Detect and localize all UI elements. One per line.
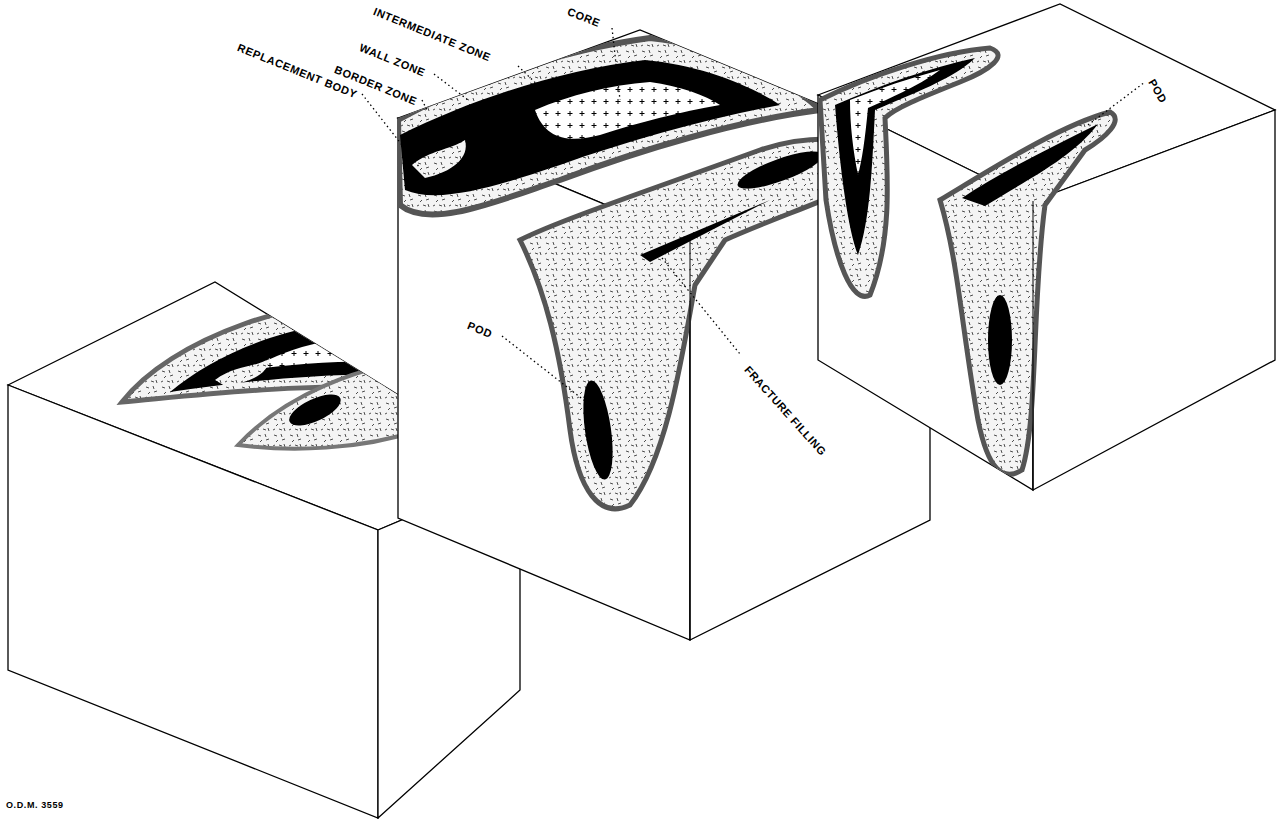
drawing-part — [8, 385, 378, 818]
drawing-part — [215, 358, 270, 386]
drawing-part — [640, 200, 770, 262]
zone-label: CORE — [564, 4, 604, 30]
drawing-part — [734, 144, 826, 195]
drawing-part — [434, 74, 468, 100]
drawing-part — [422, 100, 428, 112]
drawing-part — [690, 240, 691, 640]
drawing-part — [820, 48, 1115, 474]
drawing-part — [285, 388, 345, 432]
drawing-part — [1088, 82, 1145, 125]
drawing-part — [122, 299, 440, 402]
drawing-part — [535, 82, 720, 139]
drawing-part — [940, 112, 1115, 474]
drawing-part — [662, 258, 740, 354]
right-block — [818, 4, 1275, 490]
drawing-part — [612, 28, 620, 100]
drawing-part — [962, 124, 1098, 206]
drawing-part — [502, 336, 590, 405]
drawing-part — [578, 379, 618, 482]
drawing-part — [250, 335, 405, 370]
leader-lines — [362, 28, 1145, 405]
figure-number: O.D.M. 3559 — [4, 800, 66, 811]
drawing-part — [518, 66, 548, 95]
drawing-part — [412, 140, 466, 178]
drawing-part — [850, 70, 940, 175]
drawing-part — [1033, 201, 1034, 490]
drawing-part — [988, 295, 1012, 385]
